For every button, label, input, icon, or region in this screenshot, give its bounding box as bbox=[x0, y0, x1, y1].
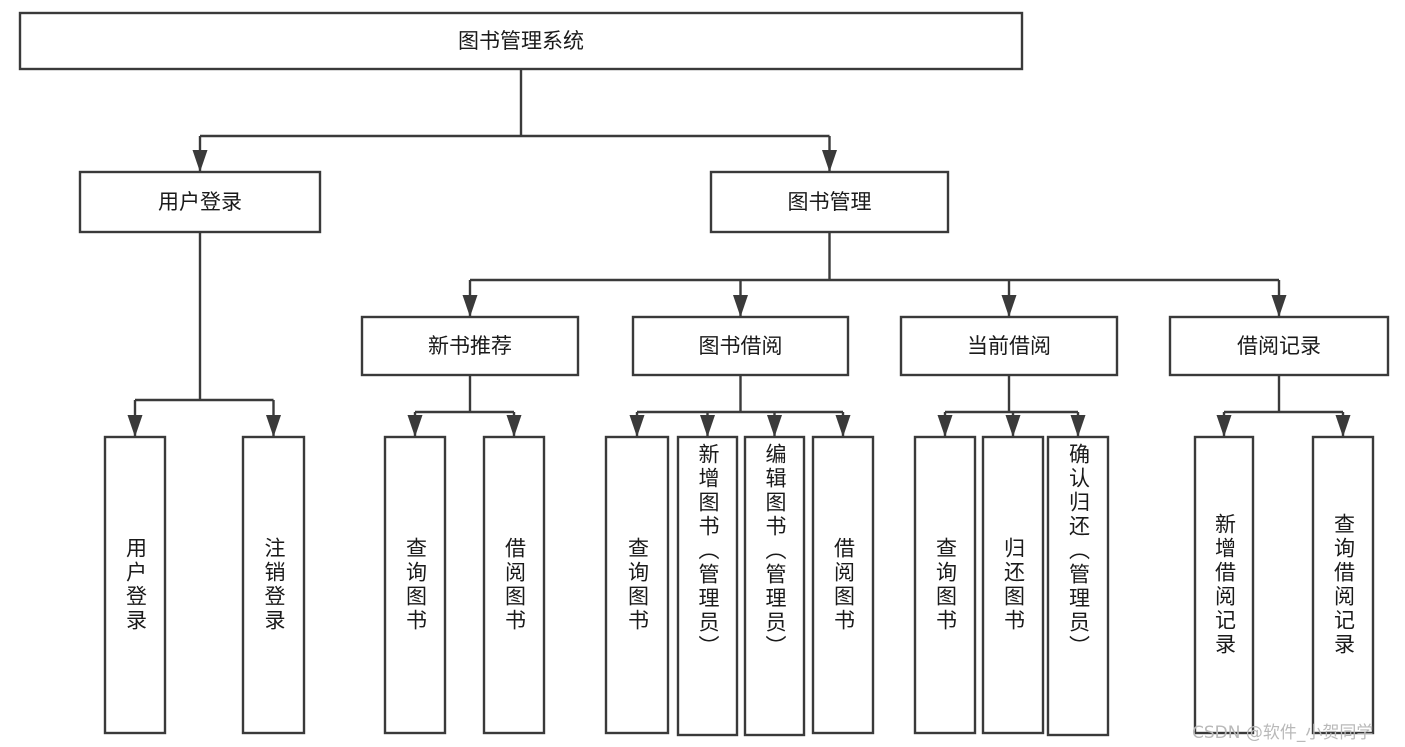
node-leaf-5[interactable] bbox=[676, 435, 739, 737]
node-level2-1[interactable] bbox=[709, 170, 950, 234]
arrow-to-userlogin-leaf-0 bbox=[127, 415, 143, 437]
node-leaf-9[interactable] bbox=[981, 435, 1045, 735]
arrow-to-leaf-3-0 bbox=[1216, 415, 1232, 437]
node-leaf-12[interactable] bbox=[1311, 435, 1375, 735]
arrow-to-level2-0 bbox=[192, 150, 208, 172]
arrow-to-leaf-2-0 bbox=[937, 415, 953, 437]
node-leaf-1[interactable] bbox=[241, 435, 306, 735]
arrow-to-userlogin-leaf-1 bbox=[266, 415, 281, 437]
node-level2-label-1: 图书管理 bbox=[788, 190, 872, 214]
node-root-label: 图书管理系统 bbox=[458, 29, 584, 53]
arrow-to-leaf-1-1 bbox=[700, 415, 715, 437]
arrow-to-level2-1 bbox=[822, 150, 837, 172]
node-leaf-7[interactable] bbox=[811, 435, 875, 735]
arrow-to-leaf-0-1 bbox=[506, 415, 522, 437]
arrow-to-level3-2 bbox=[1001, 295, 1017, 317]
arrow-to-leaf-1-3 bbox=[835, 415, 851, 437]
node-leaf-11[interactable] bbox=[1193, 435, 1255, 735]
csdn-watermark: CSDN @软件_小贺同学 bbox=[1192, 723, 1374, 743]
node-level3-1[interactable] bbox=[631, 315, 850, 377]
node-level3-3[interactable] bbox=[1168, 315, 1390, 377]
node-level3-label-3: 借阅记录 bbox=[1237, 334, 1321, 358]
node-level2-label-0: 用户登录 bbox=[158, 190, 242, 214]
node-leaf-8[interactable] bbox=[913, 435, 977, 735]
node-level3-0[interactable] bbox=[360, 315, 580, 377]
node-root[interactable] bbox=[18, 11, 1024, 71]
node-leaf-4[interactable] bbox=[604, 435, 670, 735]
arrow-to-leaf-0-0 bbox=[407, 415, 423, 437]
arrow-to-leaf-1-0 bbox=[629, 415, 645, 437]
arrow-to-leaf-2-2 bbox=[1070, 415, 1086, 437]
node-level2-0[interactable] bbox=[78, 170, 322, 234]
connector-layer bbox=[127, 69, 1351, 437]
arrow-to-leaf-3-1 bbox=[1335, 415, 1351, 437]
node-leaf-3[interactable] bbox=[482, 435, 546, 735]
node-level3-2[interactable] bbox=[899, 315, 1119, 377]
node-leaf-2[interactable] bbox=[383, 435, 447, 735]
arrow-to-leaf-1-2 bbox=[767, 415, 782, 437]
node-level3-label-1: 图书借阅 bbox=[699, 334, 783, 358]
arrow-to-leaf-2-1 bbox=[1005, 415, 1021, 437]
arrow-to-level3-0 bbox=[462, 295, 478, 317]
node-level3-label-2: 当前借阅 bbox=[967, 334, 1051, 358]
node-leaf-6[interactable] bbox=[743, 435, 806, 737]
box-layer bbox=[18, 11, 1390, 737]
node-leaf-10[interactable] bbox=[1046, 435, 1110, 737]
arrow-to-level3-1 bbox=[733, 295, 748, 317]
node-level3-label-0: 新书推荐 bbox=[428, 334, 512, 358]
arrow-to-level3-3 bbox=[1271, 295, 1287, 317]
node-leaf-0[interactable] bbox=[103, 435, 167, 735]
